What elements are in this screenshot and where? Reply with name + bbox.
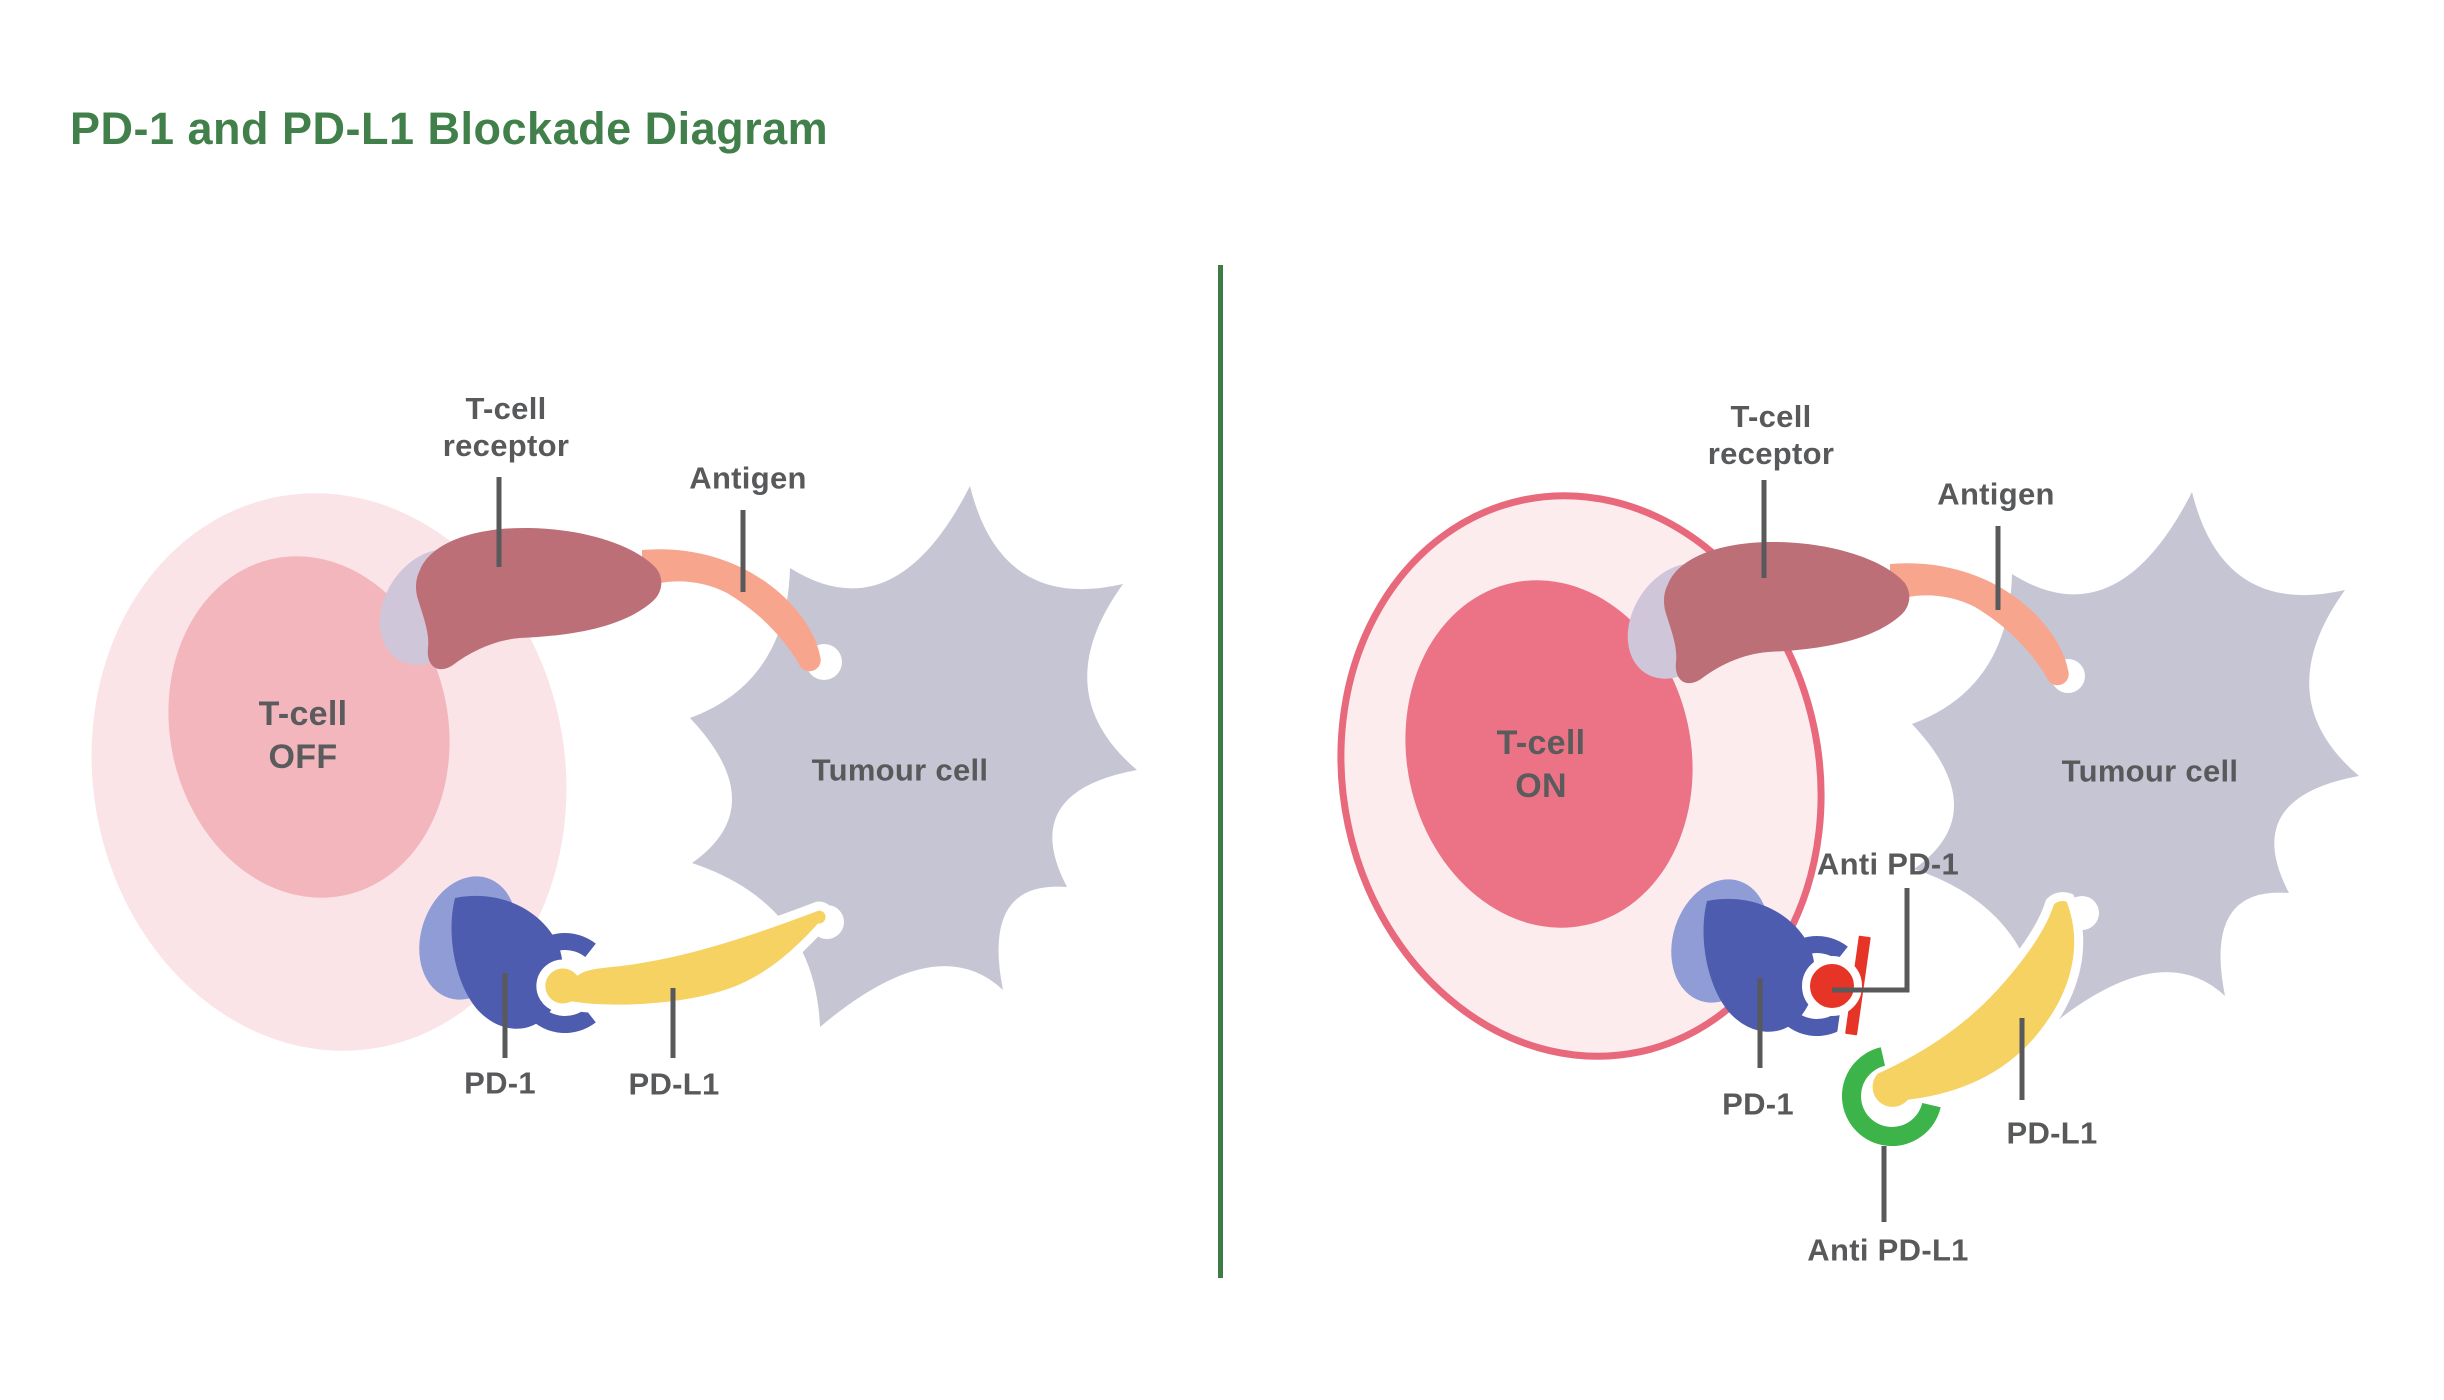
label-receptor-right: T-cell receptor	[1707, 399, 1835, 471]
label-pdl1-right: PD-L1	[2006, 1115, 2098, 1151]
panel-divider	[1218, 265, 1223, 1278]
label-anti-pd1: Anti PD-1	[1816, 846, 1960, 882]
anti-pdl1-antibody-arc	[1841, 1047, 1941, 1147]
label-receptor-left: T-cell receptor	[442, 391, 570, 463]
left-panel-graphics	[91, 486, 1137, 1051]
pointer-anti-pd1	[1832, 888, 1910, 993]
right-panel-graphics	[1337, 492, 2359, 1147]
label-antigen-left: Antigen	[689, 460, 807, 496]
label-tumour-left: Tumour cell	[811, 752, 989, 788]
anti-pd1-antibody-head	[1802, 956, 1862, 1016]
tcell-off-nucleus	[168, 556, 450, 898]
tcell-on-nucleus	[1405, 580, 1693, 928]
label-pdl1-left: PD-L1	[628, 1066, 720, 1102]
label-pd1-right: PD-1	[1722, 1086, 1794, 1122]
pdl1-ligand-left	[536, 901, 835, 1014]
tcell-off-state-label: T-cell OFF	[258, 695, 348, 776]
label-anti-pdl1: Anti PD-L1	[1807, 1232, 1969, 1268]
page-title: PD-1 and PD-L1 Blockade Diagram	[70, 103, 829, 154]
tcell-receptor-shape-left	[416, 527, 662, 670]
label-tumour-right: Tumour cell	[2061, 753, 2239, 789]
pointer-lines	[496, 477, 2025, 1222]
pdl1-ligand-right	[1863, 892, 2084, 1116]
label-pd1-left: PD-1	[464, 1065, 536, 1101]
tcell-on-state-label: T-cell ON	[1496, 724, 1586, 805]
antigen-arm-right	[1890, 563, 2069, 686]
label-antigen-right: Antigen	[1937, 476, 2055, 512]
antigen-arm-left	[642, 549, 821, 672]
